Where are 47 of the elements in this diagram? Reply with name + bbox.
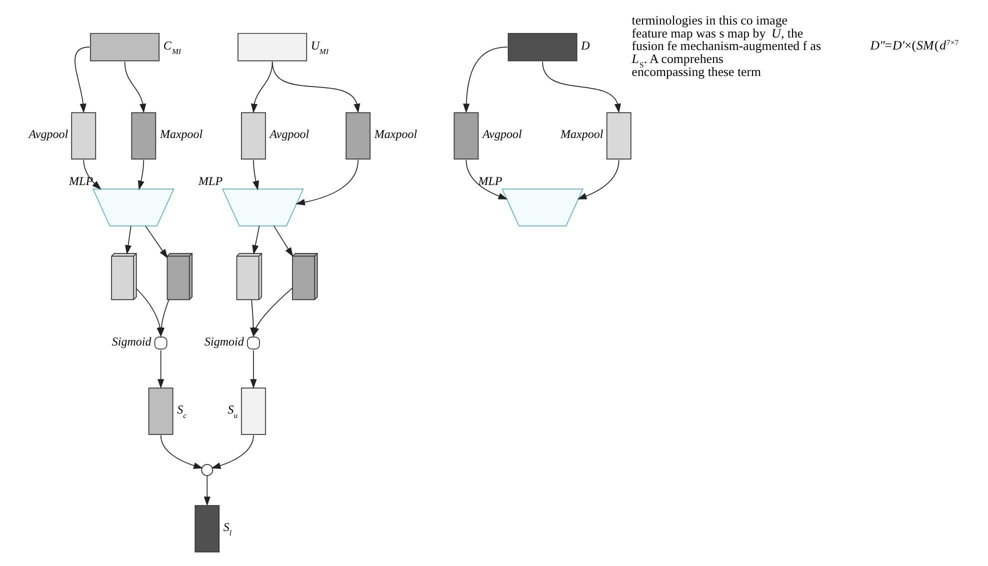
node-hourglass: [221, 188, 304, 226]
node-label: Sigmoid: [204, 334, 244, 348]
node-label: D: [580, 38, 590, 52]
arrow: [82, 159, 101, 190]
arrow: [252, 159, 259, 190]
arrow: [158, 299, 169, 338]
arrow: [124, 61, 146, 114]
arrow: [542, 61, 620, 114]
node-label: Maxpool: [159, 127, 202, 142]
arrow: [576, 159, 619, 200]
arrow: [465, 159, 508, 200]
arrow: [294, 159, 358, 206]
node-label: Avgpool: [482, 127, 522, 142]
label: D″=D′×(SM(d$^{7×7}$: [870, 38, 958, 52]
node-label: MLP: [68, 174, 93, 188]
node-label: Maxpool: [560, 127, 603, 142]
arrow: [462, 46, 508, 114]
node-label: Sigmoid: [111, 334, 151, 348]
node-label: Avgpool: [28, 127, 68, 142]
node-label: MLP: [198, 174, 222, 188]
arrow: [160, 434, 203, 469]
node-label: U$_{MI}$: [310, 38, 328, 56]
arrow: [124, 226, 131, 255]
node-hourglass: [501, 188, 584, 226]
arrow: [210, 434, 254, 469]
node-circle: [154, 336, 167, 350]
arrow: [250, 350, 256, 389]
arrow: [157, 350, 164, 389]
node-circle: [246, 336, 260, 350]
node-hourglass: [92, 188, 174, 226]
arrow: [203, 475, 210, 506]
arrow: [74, 46, 90, 114]
arrow: [273, 226, 293, 257]
arrow: [252, 288, 292, 337]
node-label: Avgpool: [269, 127, 309, 142]
node-label: MLP: [478, 174, 502, 188]
label: terminologies in this co image feature map was s map by U, the fusion fe mechanism-augmented f as L$_{S}$. A comprehens encompassing these term: [631, 13, 821, 79]
arrow: [144, 226, 168, 258]
node-label: S$_{u}$: [227, 402, 238, 420]
node-label: S$_{c}$: [176, 402, 186, 420]
node-label: C$_{MI}$: [162, 38, 180, 56]
node-circle: [200, 464, 213, 476]
node-label: Maxpool: [374, 127, 417, 142]
arrow: [137, 159, 144, 190]
node-label: S$_{l}$: [222, 520, 232, 538]
arrow: [252, 226, 260, 255]
arrow: [271, 61, 360, 114]
